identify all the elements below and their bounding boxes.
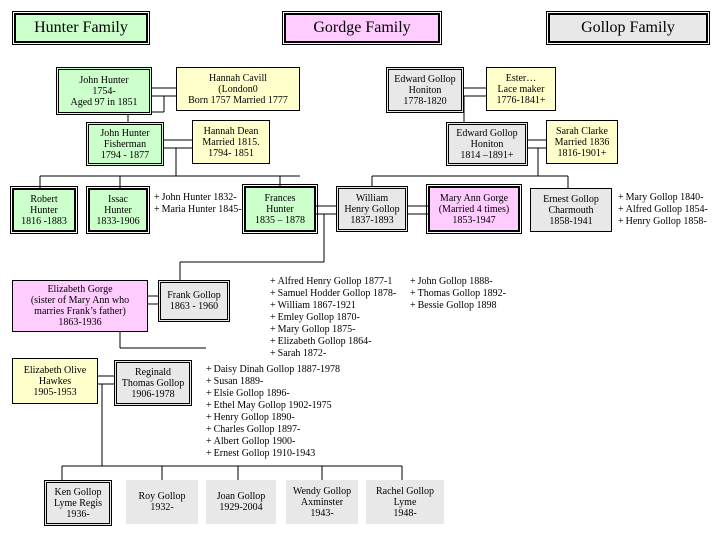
list-item: Henry Gollop 1858- [618,216,708,228]
list-item: Ethel May Gollop 1902-1975 [206,400,340,412]
header-label: Hunter Family [34,19,128,36]
person-hannah-dean[interactable]: Hannah Dean Married 1815. 1794- 1851 [192,120,270,164]
list-item: John Hunter 1832- [154,192,242,204]
header-gollop-family: Gollop Family [546,11,710,45]
list-item: William 1867-1921 [270,300,396,312]
header-gordge-family: Gordge Family [282,11,442,45]
list-item: Sarah 1872- [270,348,396,360]
list-item: Samuel Hodder Gollop 1878- [270,288,397,300]
person-issac-hunter[interactable]: Issac Hunter 1833-1906 [86,186,150,234]
person-hannah-cavill[interactable]: Hannah Cavill (London0 Born 1757 Married… [176,67,300,111]
person-edward-gollop-1814[interactable]: Edward Gollop Honiton 1814 –1891+ [446,122,528,166]
list-item: Mary Gollop 1875- [270,324,396,336]
person-ester[interactable]: Ester… Lace maker 1776-1841+ [486,67,556,111]
header-label: Gordge Family [313,19,411,36]
person-mary-ann-gorge[interactable]: Mary Ann Gorge (Married 4 times) 1853-19… [426,184,522,234]
person-elizabeth-hawkes[interactable]: Elizabeth Olive Hawkes 1905-1953 [12,358,98,404]
person-john-hunter-1794[interactable]: John Hunter Fisherman 1794 - 1877 [86,122,164,166]
person-ernest-gollop-1858[interactable]: Ernest Gollop Charmouth 1858-1941 [530,188,612,232]
list-item: Emley Gollop 1870- [270,312,396,324]
list-item: Daisy Dinah Gollop 1887-1978 [206,364,340,376]
person-frances-hunter[interactable]: Frances Hunter 1835 – 1878 [242,184,318,234]
list-item: Maria Hunter 1845- [154,204,242,216]
list-item: Thomas Gollop 1892- [410,288,506,300]
person-reginald-gollop[interactable]: Reginald Thomas Gollop 1906-1978 [114,360,192,406]
person-joan-gollop[interactable]: Joan Gollop 1929-2004 [206,480,276,524]
list-item: Elsie Gollop 1896- [206,388,340,400]
list-frank-siblings: Alfred Henry Gollop 1877-1 Samuel Hodder… [270,276,397,360]
person-rachel-gollop[interactable]: Rachel Gollop Lyme 1948- [366,480,444,524]
person-robert-hunter[interactable]: Robert Hunter 1816 -1883 [10,186,78,234]
list-item: Henry Gollop 1890- [206,412,340,424]
list-ernest-siblings: Mary Gollop 1840- Alfred Gollop 1854- He… [618,192,708,228]
list-item: Charles Gollop 1897- [206,424,340,436]
person-roy-gollop[interactable]: Roy Gollop 1932- [126,480,198,524]
person-john-hunter-1754[interactable]: John Hunter 1754- Aged 97 in 1851 [56,67,152,115]
header-label: Gollop Family [581,19,675,36]
person-wendy-gollop[interactable]: Wendy Gollop Axminster 1943- [286,480,358,524]
list-item: Alfred Gollop 1854- [618,204,708,216]
person-frank-gollop[interactable]: Frank Gollop 1863 - 1960 [158,280,230,322]
list-mary-ann-children: John Gollop 1888- Thomas Gollop 1892- Be… [410,276,506,312]
list-item: Ernest Gollop 1910-1943 [206,448,340,460]
person-william-gollop[interactable]: William Henry Gollop 1837-1893 [336,186,408,232]
list-item: Albert Gollop 1900- [206,436,340,448]
person-sarah-clarke[interactable]: Sarah Clarke Married 1836 1816-1901+ [546,120,618,164]
list-item: Alfred Henry Gollop 1877-1 [270,276,396,288]
header-hunter-family: Hunter Family [12,11,150,45]
person-elizabeth-gorge[interactable]: Elizabeth Gorge (sister of Mary Ann who … [12,280,148,332]
person-edward-gollop-1778-card[interactable]: Edward Gollop Honiton 1778-1820 [386,67,464,113]
list-item: Susan 1889- [206,376,340,388]
list-issac-children: John Hunter 1832- Maria Hunter 1845- [154,192,242,216]
list-item: John Gollop 1888- [410,276,506,288]
list-item: Elizabeth Gollop 1864- [270,336,396,348]
list-item: Mary Gollop 1840- [618,192,708,204]
list-item: Bessie Gollop 1898 [410,300,506,312]
person-ken-gollop[interactable]: Ken Gollop Lyme Regis 1936- [44,480,112,526]
list-reginald-siblings: Daisy Dinah Gollop 1887-1978 Susan 1889-… [206,364,340,460]
